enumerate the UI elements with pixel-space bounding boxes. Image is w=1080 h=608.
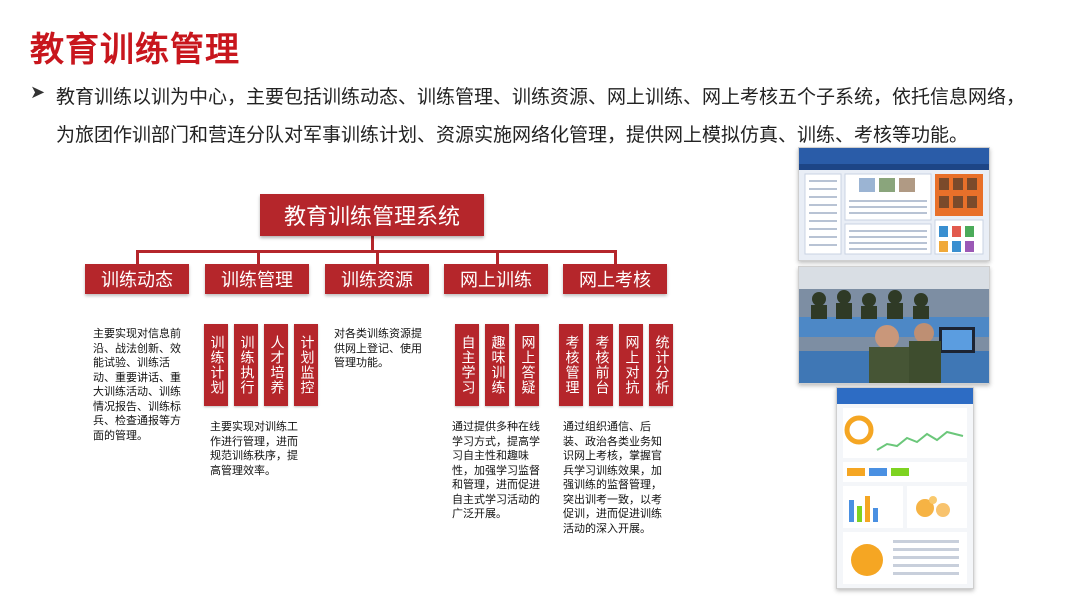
- analytics-dashboard-art: [837, 388, 973, 584]
- connector-2: [257, 250, 260, 264]
- sub-item: 趣味训练: [485, 324, 509, 406]
- sub-item: 网上答疑: [515, 324, 539, 406]
- category-training-dynamics: 训练动态: [85, 264, 189, 294]
- category-online-assessment: 网上考核: [563, 264, 667, 294]
- arrow-bullet-icon: ➤: [30, 82, 46, 103]
- sub-item: 训练执行: [234, 324, 258, 406]
- intro-text: 教育训练以训为中心，主要包括训练动态、训练管理、训练资源、网上训练、网上考核五个…: [56, 86, 1026, 146]
- sub-item: 训练计划: [204, 324, 228, 406]
- connector-1: [136, 250, 139, 264]
- sub-item: 统计分析: [649, 324, 673, 406]
- category-training-management: 训练管理: [205, 264, 309, 294]
- training-room-photo: [798, 266, 990, 384]
- description-online-training: 通过提供多种在线学习方式，提高学习自主性和趣味性，加强学习监督和管理，进而促进自…: [452, 420, 540, 520]
- portal-screenshot-image: [798, 147, 990, 261]
- description-training-management: 主要实现对训练工作进行管理，进而规范训练秩序，提高管理效率。: [210, 420, 298, 477]
- diagram-root-node: 教育训练管理系统: [260, 194, 484, 236]
- description-training-dynamics: 主要实现对信息前沿、战法创新、效能试验、训练活动、重要讲话、重大训练活动、训练情…: [93, 327, 181, 442]
- training-room-art: [799, 267, 989, 383]
- connector-4: [496, 250, 499, 264]
- page-title: 教育训练管理: [30, 30, 240, 70]
- sub-item: 计划监控: [294, 324, 318, 406]
- description-online-assessment: 通过组织通信、后装、政治各类业务知识网上考核，掌握官兵学习训练效果，加强训练的监…: [563, 420, 662, 535]
- intro-bullet: ➤ 教育训练以训为中心，主要包括训练动态、训练管理、训练资源、网上训练、网上考核…: [30, 78, 1040, 154]
- sub-item: 考核管理: [559, 324, 583, 406]
- analytics-dashboard-image: [836, 387, 974, 589]
- connector-5: [614, 250, 617, 264]
- sub-item: 自主学习: [455, 324, 479, 406]
- portal-screenshot-art: [799, 148, 989, 255]
- sub-item: 人才培养: [264, 324, 288, 406]
- description-training-resources: 对各类训练资源提供网上登记、使用管理功能。: [334, 327, 422, 369]
- sub-item: 网上对抗: [619, 324, 643, 406]
- connector-3: [376, 250, 379, 264]
- sub-item: 考核前台: [589, 324, 613, 406]
- connector-root-down: [371, 236, 374, 250]
- category-online-training: 网上训练: [444, 264, 548, 294]
- category-training-resources: 训练资源: [325, 264, 429, 294]
